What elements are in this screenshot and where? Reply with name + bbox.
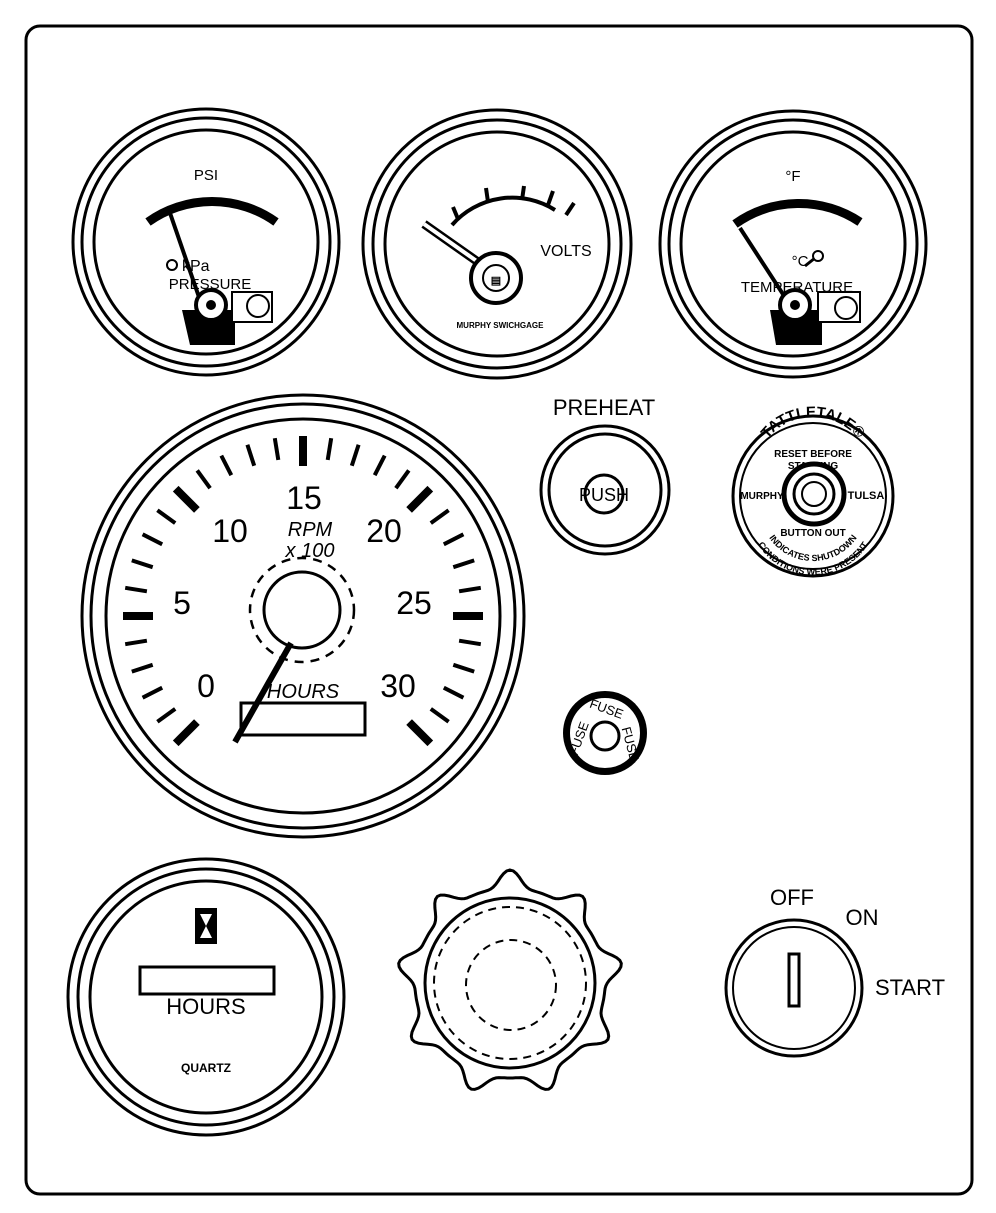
tach-minor-tick: [141, 685, 164, 700]
volts-label: VOLTS: [540, 243, 591, 260]
temperature-alt-unit-label: °C: [792, 253, 809, 270]
tach-minor-tick: [452, 558, 475, 570]
tach-minor-tick: [195, 469, 212, 490]
rotary-knob[interactable]: [397, 868, 623, 1091]
tach-minor-tick: [349, 444, 361, 467]
tach-major-tick: [406, 719, 434, 747]
hour-meter-window: [138, 965, 276, 996]
key-start-label: START: [875, 975, 945, 1000]
tach-label-20: 20: [366, 513, 402, 549]
preheat-push-label: PUSH: [579, 485, 629, 505]
tach-minor-tick: [156, 707, 177, 724]
hour-meter: HOURS QUARTZ: [66, 857, 346, 1137]
tach-minor-tick: [124, 585, 148, 594]
temperature-unit-label: °F: [785, 168, 800, 185]
pressure-sender-knob: [246, 294, 270, 318]
tach-minor-tick: [372, 454, 387, 477]
hour-meter-sub-label: QUARTZ: [181, 1061, 231, 1075]
volts-scale-ticks: [451, 185, 576, 220]
tattletale-right-text: TULSA: [848, 490, 885, 502]
tattletale-switch: TATTLETALE® RESET BEFORE STARTING MURPHY…: [731, 404, 895, 578]
svg-text:▤: ▤: [491, 275, 501, 287]
key-off-label: OFF: [770, 885, 814, 910]
tach-minor-tick: [325, 437, 334, 461]
temperature-mount-block: [770, 310, 822, 345]
tach-minor-tick: [219, 454, 234, 477]
tach-minor-tick: [458, 638, 482, 647]
hourglass-icon: [195, 908, 217, 944]
tach-hub: [262, 570, 342, 650]
tach-label-25: 25: [396, 585, 432, 621]
tach-hours-label: HOURS: [267, 681, 340, 703]
tach-hours-window: [239, 701, 367, 737]
tach-needle: [232, 641, 294, 744]
temperature-gauge: °F °C TEMPERATURE: [658, 109, 928, 379]
tach-minor-tick: [458, 585, 482, 594]
preheat-control: PREHEAT PUSH: [539, 395, 671, 556]
tach-label-30: 30: [380, 668, 416, 704]
tach-minor-tick: [429, 707, 450, 724]
temperature-sender-knob: [834, 296, 858, 320]
pressure-pivot-dot: [166, 259, 178, 271]
tattletale-reset-line1: RESET BEFORE: [774, 449, 852, 460]
pressure-needle: [168, 212, 202, 301]
tach-major-tick: [172, 719, 200, 747]
key-slot[interactable]: [787, 952, 801, 1008]
tach-label-5: 5: [173, 585, 191, 621]
tach-minor-tick: [452, 662, 475, 674]
temperature-needle: [738, 226, 792, 307]
hour-meter-label: HOURS: [166, 994, 245, 1019]
tach-minor-tick: [131, 662, 154, 674]
tattletale-reset-button[interactable]: [792, 472, 836, 516]
tach-minor-tick: [429, 508, 450, 525]
volts-scale-arc: [450, 195, 557, 227]
pressure-unit-label: PSI: [194, 167, 218, 184]
tach-scale-ticks: [123, 436, 483, 747]
tach-minor-tick: [272, 437, 281, 461]
tach-major-tick: [172, 485, 200, 513]
voltmeter: VOLTS ▤ MURPHY SWICHGAGE: [361, 108, 633, 380]
tach-minor-tick: [442, 532, 465, 547]
tattletale-bottom-line1: BUTTON OUT: [780, 528, 845, 539]
tach-minor-tick: [124, 638, 148, 647]
tach-hub-dashed-ring: [248, 556, 356, 664]
tach-label-0: 0: [197, 668, 215, 704]
tach-minor-tick: [245, 444, 257, 467]
tach-label-10: 10: [212, 513, 248, 549]
tach-minor-tick: [141, 532, 164, 547]
pressure-label: PRESSURE: [169, 276, 252, 293]
oil-pressure-gauge: PSI kPa PRESSURE: [71, 107, 341, 377]
preheat-push-button[interactable]: PUSH: [579, 473, 629, 515]
tach-unit-rpm: RPM: [288, 519, 333, 541]
fuse-cap: [589, 720, 621, 752]
tachometer: 0 5 10 15 20 25 30 RPM x 100 HOURS: [80, 393, 526, 839]
tach-minor-tick: [156, 508, 177, 525]
tattletale-left-text: MURPHY: [740, 491, 784, 502]
key-on-label: ON: [846, 905, 879, 930]
tach-minor-tick: [394, 469, 411, 490]
pressure-mount-block: [182, 310, 235, 345]
temperature-scale-arc: [732, 199, 863, 228]
tach-label-15: 15: [286, 480, 322, 516]
volts-maker-text: MURPHY SWICHGAGE: [457, 321, 545, 330]
tach-unit-multiplier: x 100: [285, 540, 335, 562]
tach-minor-tick: [131, 558, 154, 570]
knob-center-dashed: [465, 939, 557, 1031]
tach-minor-tick: [442, 685, 465, 700]
tach-major-tick: [406, 485, 434, 513]
preheat-title: PREHEAT: [553, 395, 655, 420]
pressure-scale-arc: [145, 196, 279, 226]
fuse-holder[interactable]: FUSE FUSE FUSE: [563, 691, 647, 775]
key-switch: OFF ON START: [724, 885, 945, 1058]
